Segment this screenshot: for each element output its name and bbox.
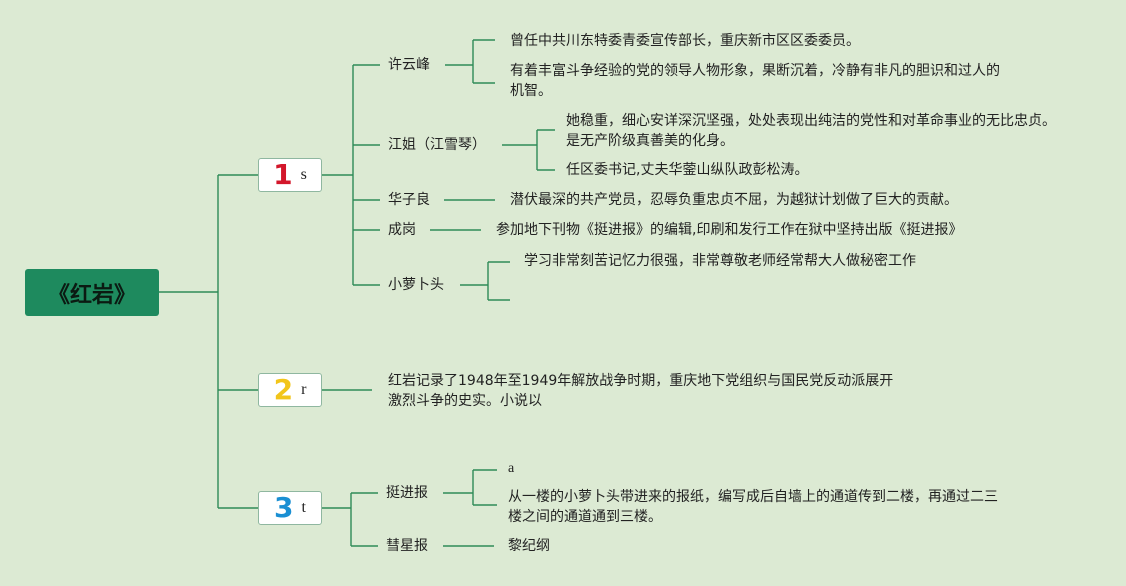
number-3-icon: 3 (274, 491, 294, 524)
huaziliang-detail: 潜伏最深的共产党员，忍辱负重忠贞不屈，为越狱计划做了巨大的贡献。 (510, 192, 958, 208)
xuyunfeng-detail-1: 曾任中共川东特委青委宣传部长，重庆新市区区委委员。 (510, 33, 860, 49)
node-xuyunfeng: 许云峰 (388, 57, 430, 73)
xuyunfeng-detail-2b: 机智。 (510, 83, 552, 99)
xiaoluobotou-detail: 学习非常刻苦记忆力很强，非常尊敬老师经常帮大人做秘密工作 (524, 253, 916, 269)
branch-2-box: 2 r (258, 373, 322, 407)
number-1-icon: 1 (273, 158, 293, 191)
branch-2-label: r (301, 381, 307, 398)
tingjinbao-detail-2a: 从一楼的小萝卜头带进来的报纸，编写成后自墙上的通道传到二楼，再通过二三 (508, 489, 998, 505)
jiangjie-detail-1a: 她稳重，细心安详深沉坚强，处处表现出纯洁的党性和对革命事业的无比忠贞。 (566, 113, 1056, 129)
node-huixingbao: 彗星报 (386, 538, 428, 554)
chenggang-detail: 参加地下刊物《挺进报》的编辑,印刷和发行工作在狱中坚持出版《挺进报》 (496, 222, 963, 238)
huixingbao-detail: 黎纪纲 (508, 538, 550, 554)
branch-3-label: t (301, 499, 306, 516)
branch-2-text-line2: 激烈斗争的史实。小说以 (388, 393, 542, 409)
tingjinbao-detail-2b: 楼之间的通道通到三楼。 (508, 509, 662, 525)
number-2-icon: 2 (273, 373, 294, 406)
node-jiangjie: 江姐（江雪琴） (388, 137, 486, 153)
branch-2-text-line1: 红岩记录了1948年至1949年解放战争时期，重庆地下党组织与国民党反动派展开 (388, 373, 894, 389)
node-huaziliang: 华子良 (388, 192, 430, 208)
root-title: 《红岩》 (25, 269, 159, 316)
branch-3-box: 3 t (258, 491, 322, 525)
jiangjie-detail-2: 任区委书记,丈夫华蓥山纵队政彭松涛。 (566, 162, 809, 178)
node-tingjinbao: 挺进报 (386, 485, 428, 501)
node-chenggang: 成岗 (388, 222, 416, 238)
node-xiaoluobotou: 小萝卜头 (388, 277, 444, 293)
branch-1-box: 1 s (258, 158, 322, 192)
xuyunfeng-detail-2a: 有着丰富斗争经验的党的领导人物形象，果断沉着，冷静有非凡的胆识和过人的 (510, 63, 1000, 79)
jiangjie-detail-1b: 是无产阶级真善美的化身。 (566, 133, 734, 149)
branch-1-label: s (300, 166, 307, 183)
tingjinbao-detail-1: a (508, 461, 515, 476)
